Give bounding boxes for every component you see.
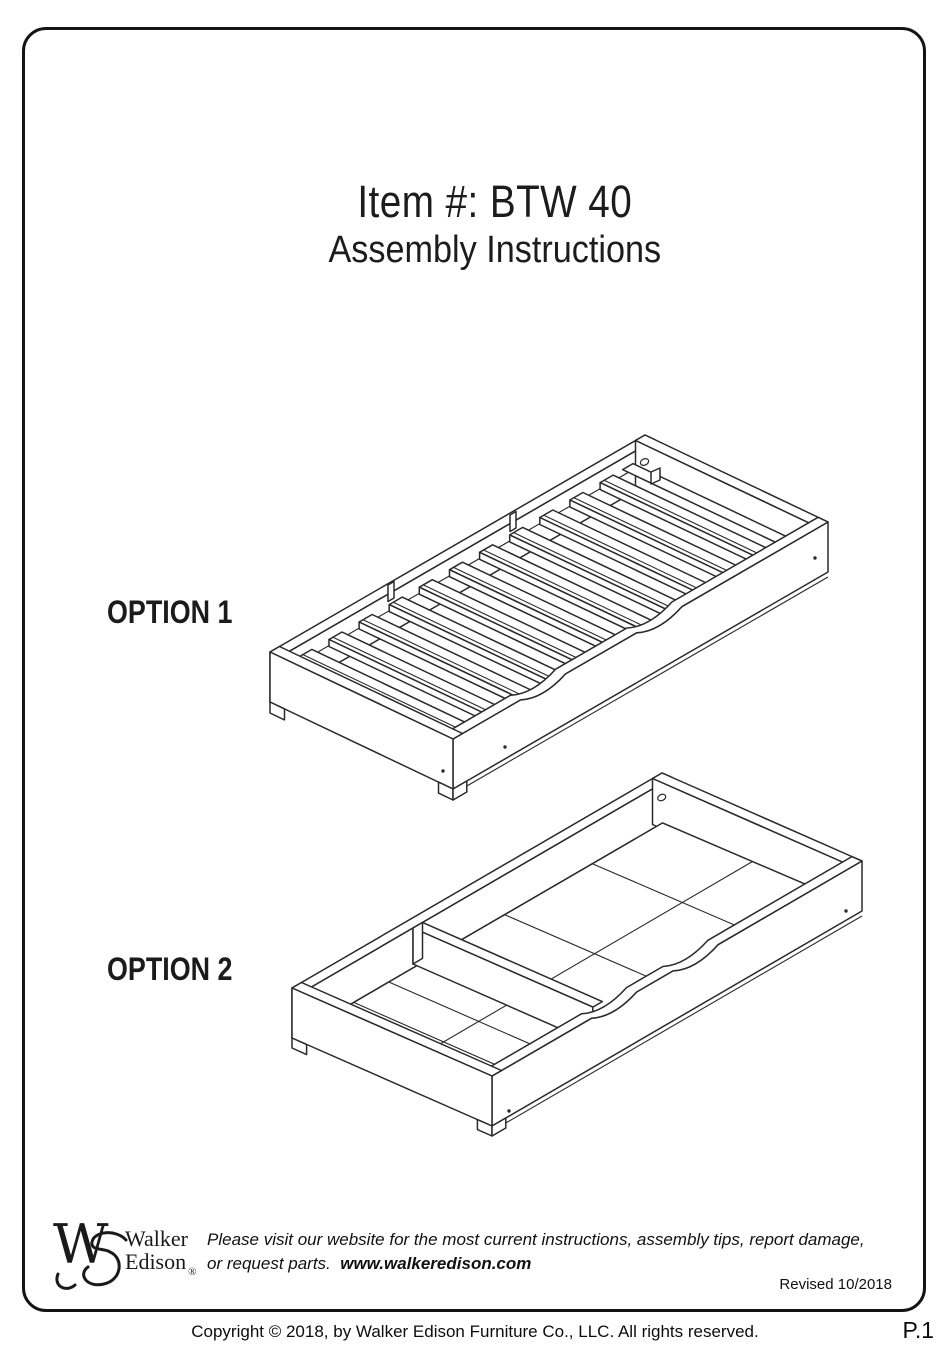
page-title: Item #: BTW 40: [357, 176, 633, 227]
feet: [269, 701, 468, 801]
slats: [298, 474, 781, 744]
logo-monogram-w: W: [53, 1216, 109, 1276]
feet: [291, 1037, 507, 1137]
logo-script-e: [55, 1231, 128, 1290]
slat-stop-blocks: [387, 510, 517, 603]
option-2-diagram: [291, 772, 863, 1137]
copyright-line: Copyright © 2018, by Walker Edison Furni…: [191, 1322, 759, 1341]
right-side-rail: [481, 855, 863, 1132]
page-subtitle: Assembly Instructions: [328, 229, 662, 271]
option-1-diagram: [269, 434, 829, 801]
brand-line2: Edison: [125, 1249, 187, 1274]
footer-note-line1: Please visit our website for the most cu…: [207, 1230, 865, 1249]
footer-note-line2: or request parts. www.walkeredison.com: [207, 1254, 532, 1273]
foot-board: [291, 981, 503, 1127]
right-side-rail: [442, 516, 829, 795]
walker-edison-logo: W: [53, 1216, 128, 1290]
title-block: Item #: BTW 40 Assembly Instructions: [40, 178, 950, 272]
brand-line1: Walker: [125, 1226, 188, 1251]
page-number: P.1: [902, 1317, 934, 1343]
registered-trademark: ®: [188, 1266, 197, 1278]
brand-name: Walker Edison®: [125, 1227, 196, 1284]
option-1-label: OPTION 1: [107, 594, 233, 630]
revision-date: Revised 10/2018: [779, 1276, 892, 1293]
footer-note: Please visit our website for the most cu…: [207, 1228, 907, 1276]
option-2-label: OPTION 2: [107, 951, 233, 987]
center-divider: [412, 921, 604, 1044]
website-url: www.walkeredison.com: [340, 1254, 532, 1273]
